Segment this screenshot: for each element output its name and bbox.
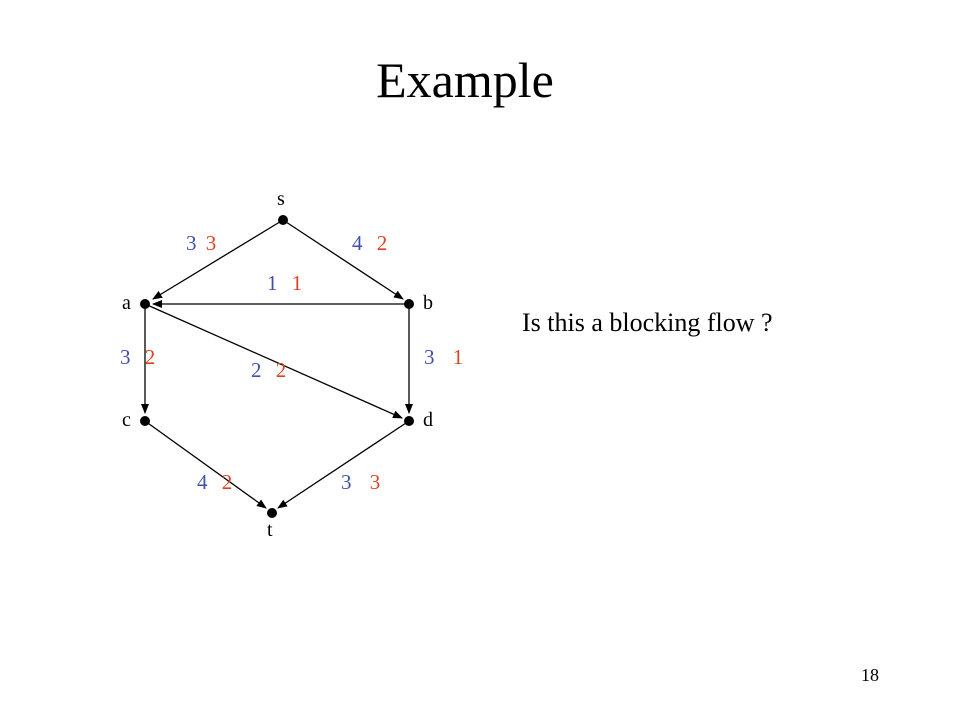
- node-c: [140, 416, 150, 426]
- edge-label-a-c: 3 2: [120, 345, 155, 369]
- node-s: [278, 215, 288, 225]
- edge-label-a-d: 2 2: [251, 358, 286, 382]
- capacity-a-d: 2: [251, 358, 262, 382]
- edge-label-c-t: 4 2: [197, 470, 232, 494]
- edge-s-a: [152, 219, 284, 300]
- flow-c-t: 2: [222, 470, 233, 494]
- flow-a-c: 2: [145, 345, 156, 369]
- edge-a-d: [144, 303, 403, 419]
- flow-s-a: 3: [206, 231, 217, 255]
- capacity-s-b: 4: [352, 231, 363, 255]
- capacity-b-d: 3: [424, 345, 435, 369]
- node-label-c: c: [122, 409, 131, 431]
- node-b: [404, 299, 414, 309]
- capacity-s-a: 3: [186, 231, 197, 255]
- node-t: [267, 508, 277, 518]
- page-number: 18: [861, 665, 879, 685]
- flow-b-a: 1: [292, 271, 303, 295]
- node-label-t: t: [267, 519, 273, 541]
- edge-label-s-b: 4 2: [352, 231, 387, 255]
- capacity-c-t: 4: [197, 470, 208, 494]
- edge-label-b-d: 3 1: [424, 345, 463, 369]
- flow-d-t: 3: [370, 470, 381, 494]
- node-label-s: s: [277, 188, 285, 210]
- edge-s-b: [282, 219, 404, 300]
- flow-b-d: 1: [453, 345, 464, 369]
- edge-label-b-a: 1 1: [267, 271, 302, 295]
- node-label-b: b: [423, 292, 433, 314]
- node-label-a: a: [122, 292, 131, 314]
- capacity-d-t: 3: [341, 470, 352, 494]
- edge-d-t: [277, 420, 410, 509]
- capacity-b-a: 1: [267, 271, 278, 295]
- slide-title: Example: [376, 52, 554, 108]
- question-text: Is this a blocking flow ?: [522, 308, 773, 337]
- node-label-d: d: [423, 409, 433, 431]
- edge-label-d-t: 3 3: [341, 470, 380, 494]
- edge-c-t: [144, 420, 267, 509]
- flow-s-b: 2: [377, 231, 388, 255]
- flow-a-d: 2: [276, 358, 287, 382]
- node-d: [404, 416, 414, 426]
- capacity-a-c: 3: [120, 345, 131, 369]
- node-a: [140, 299, 150, 309]
- edge-label-s-a: 3 3: [186, 231, 216, 255]
